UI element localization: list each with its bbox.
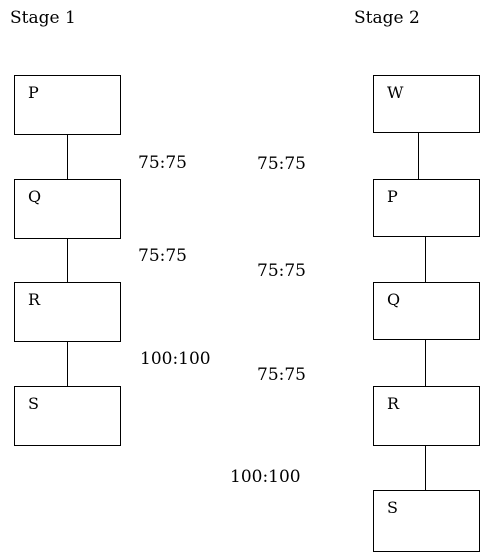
stage-2-ratio-pq: 75:75 xyxy=(257,261,306,281)
stage-2-title: Stage 2 xyxy=(354,8,420,28)
stage-2-node-p: P xyxy=(373,179,480,237)
connector-line xyxy=(67,342,68,386)
stage-2-node-q: Q xyxy=(373,282,480,340)
connector-line xyxy=(67,239,68,282)
node-label: Q xyxy=(387,290,401,309)
stage-2-ratio-rs: 100:100 xyxy=(230,467,301,487)
stage-2-node-w: W xyxy=(373,75,480,133)
stage-1-ratio-pq: 75:75 xyxy=(138,153,187,173)
stage-1-node-s: S xyxy=(14,386,121,446)
stage-1-ratio-rs: 100:100 xyxy=(140,349,211,369)
connector-line xyxy=(418,133,419,179)
stage-1-node-p: P xyxy=(14,75,121,135)
stage-2-node-s: S xyxy=(373,490,480,552)
stage-1-ratio-qr: 75:75 xyxy=(138,246,187,266)
connector-line xyxy=(425,446,426,490)
connector-line xyxy=(425,237,426,282)
node-label: S xyxy=(387,498,398,517)
node-label: S xyxy=(28,394,39,413)
node-label: W xyxy=(387,83,404,102)
stage-2-node-r: R xyxy=(373,386,480,446)
stage-2-ratio-qr: 75:75 xyxy=(257,365,306,385)
node-label: R xyxy=(28,290,41,309)
stage-2-ratio-wp: 75:75 xyxy=(257,154,306,174)
stage-1-node-q: Q xyxy=(14,179,121,239)
stage-1-node-r: R xyxy=(14,282,121,342)
stage-1-title: Stage 1 xyxy=(10,8,76,28)
connector-line xyxy=(425,340,426,386)
node-label: R xyxy=(387,394,400,413)
node-label: P xyxy=(387,187,398,206)
connector-line xyxy=(67,135,68,179)
node-label: Q xyxy=(28,187,42,206)
node-label: P xyxy=(28,83,39,102)
